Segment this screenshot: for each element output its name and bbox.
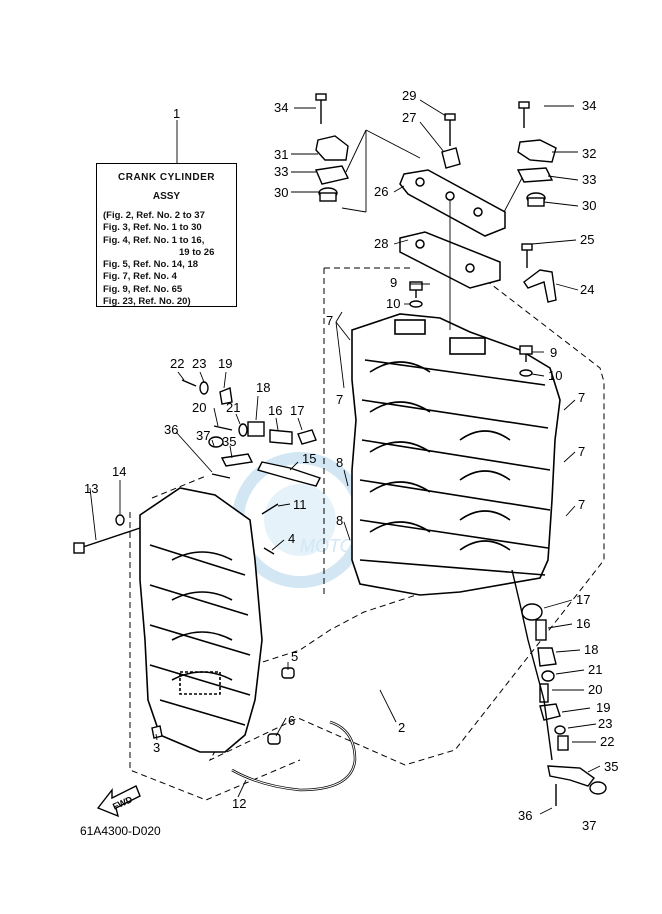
callout-13: 13	[84, 481, 98, 496]
legend-line: Fig. 3, Ref. No. 1 to 30	[103, 222, 202, 234]
callout-21a: 21	[226, 400, 240, 415]
callout-34a: 34	[274, 100, 288, 115]
callout-18a: 18	[256, 380, 270, 395]
legend-line: Fig. 4, Ref. No. 1 to 16,	[103, 234, 205, 246]
callout-22b: 22	[600, 734, 614, 749]
callout-19b: 19	[596, 700, 610, 715]
callout-8b: 8	[336, 513, 343, 528]
callout-3: 3	[153, 740, 160, 755]
cylinder-cover	[139, 487, 263, 753]
top-cover-plate	[399, 169, 506, 289]
callout-9a: 9	[390, 275, 397, 290]
callout-28: 28	[374, 236, 388, 251]
callout-18b: 18	[584, 642, 598, 657]
legend-subtitle: ASSY	[152, 191, 181, 202]
callout-12: 12	[232, 796, 246, 811]
callout-22a: 22	[170, 356, 184, 371]
callout-36b: 36	[518, 808, 532, 823]
callout-6: 6	[288, 713, 295, 728]
callout-5: 5	[291, 649, 298, 664]
callout-36a: 36	[164, 422, 178, 437]
callout-10b: 10	[548, 368, 562, 383]
callout-20b: 20	[588, 682, 602, 697]
legend-line: Fig. 9, Ref. No. 65	[103, 283, 183, 295]
callout-37b: 37	[582, 818, 596, 833]
callout-19a: 19	[218, 356, 232, 371]
callout-23b: 23	[598, 716, 612, 731]
legend-line: Fig. 5, Ref. No. 14, 18	[103, 259, 199, 271]
callout-4: 4	[288, 531, 295, 546]
callout-33b: 33	[582, 172, 596, 187]
forward-arrow-icon: FWD	[96, 785, 141, 818]
callout-30b: 30	[582, 198, 596, 213]
callout-7a: 7	[326, 313, 333, 328]
legend-box: CRANK CYLINDER ASSY (Fig. 2, Ref. No. 2 …	[96, 163, 237, 307]
callout-11: 11	[293, 497, 307, 512]
callout-7c: 7	[578, 444, 585, 459]
legend-line: Fig. 7, Ref. No. 4	[103, 271, 177, 283]
legend-lines: (Fig. 2, Ref. No. 2 to 37 Fig. 3, Ref. N…	[97, 210, 236, 308]
callout-1: 1	[173, 106, 180, 121]
callout-15: 15	[302, 451, 316, 466]
callout-7e: 7	[336, 392, 343, 407]
legend-line: Fig. 23, Ref. No. 20)	[103, 296, 191, 308]
diagram-code: 61A4300-D020	[80, 824, 161, 838]
leader-lines	[89, 99, 601, 815]
callout-23a: 23	[192, 356, 206, 371]
callout-34b: 34	[582, 98, 596, 113]
crankcase-body	[351, 313, 561, 596]
hose-12	[231, 720, 357, 792]
callout-17b: 17	[576, 592, 590, 607]
legend-title: CRANK CYLINDER	[118, 172, 215, 183]
callout-37a: 37	[196, 428, 210, 443]
callout-16b: 16	[576, 616, 590, 631]
small-parts	[73, 93, 607, 806]
callout-29: 29	[402, 88, 416, 103]
callout-14: 14	[112, 464, 126, 479]
callout-24: 24	[580, 282, 594, 297]
callout-30a: 30	[274, 185, 288, 200]
callout-32: 32	[582, 146, 596, 161]
callout-35b: 35	[604, 759, 618, 774]
callout-35a: 35	[222, 434, 236, 449]
callout-26: 26	[374, 184, 388, 199]
callout-25: 25	[580, 232, 594, 247]
callout-7d: 7	[578, 497, 585, 512]
callout-8a: 8	[336, 455, 343, 470]
legend-line: (Fig. 2, Ref. No. 2 to 37	[103, 210, 205, 221]
callout-9b: 9	[550, 345, 557, 360]
callout-16a: 16	[268, 403, 282, 418]
callout-labels: 1 2 3 4 5 6 7 7 7 7 7 8 8 9 9 10 10 11 1…	[84, 88, 618, 833]
callout-21b: 21	[588, 662, 602, 677]
callout-17a: 17	[290, 403, 304, 418]
callout-31: 31	[274, 147, 288, 162]
callout-20a: 20	[192, 400, 206, 415]
callout-7b: 7	[578, 390, 585, 405]
legend-line: 19 to 26	[179, 246, 215, 258]
callout-27: 27	[402, 110, 416, 125]
callout-33a: 33	[274, 164, 288, 179]
callout-2: 2	[398, 720, 405, 735]
callout-10a: 10	[386, 296, 400, 311]
